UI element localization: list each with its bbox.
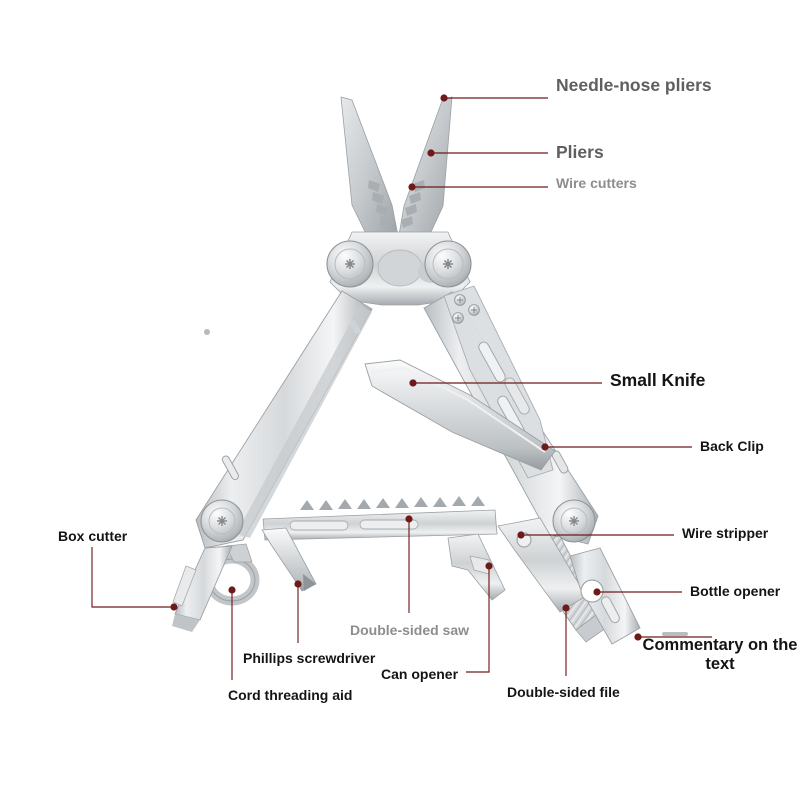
- left-jaw-serration: [368, 180, 392, 228]
- callout-label-needle-nose-pliers: Needle-nose pliers: [556, 75, 712, 95]
- callout-label-double-sided-file: Double-sided file: [507, 684, 620, 700]
- back-clip-screws: [452, 294, 480, 324]
- pivot-screw-lower-right: [552, 499, 596, 543]
- screwdriver-tip: [303, 574, 316, 591]
- saw-teeth: [300, 496, 485, 510]
- callout-label-commentary-on-the-text: Commentary on the text: [642, 636, 798, 674]
- double-sided-saw: [262, 496, 498, 541]
- right-handle-cutout: [504, 377, 530, 415]
- saw-slot-2: [359, 519, 419, 530]
- callout-label-bottle-opener: Bottle opener: [690, 583, 781, 599]
- bottle-opener-slot: [600, 596, 620, 624]
- left-handle-slot: [221, 455, 240, 481]
- callout-label-cord-threading-aid: Cord threading aid: [228, 687, 353, 703]
- callout-label-wire-stripper: Wire stripper: [682, 525, 769, 541]
- callout-label-back-clip: Back Clip: [700, 438, 764, 454]
- left-handle: [195, 290, 373, 549]
- callout-label-wire-cutters: Wire cutters: [556, 175, 637, 191]
- callout-label-pliers: Pliers: [556, 142, 604, 162]
- box-cutter-edge: [172, 565, 197, 607]
- bottle-opener-notch: [580, 579, 604, 603]
- box-cutter: [172, 545, 233, 632]
- saw-slot-1: [289, 520, 349, 531]
- callout-label-phillips-screwdriver: Phillips screwdriver: [243, 650, 376, 666]
- phillips-screwdriver: [261, 527, 317, 592]
- pivot-screw-right: [424, 240, 472, 288]
- knife-blade: [364, 359, 556, 471]
- box-cutter-tip: [172, 614, 200, 632]
- small-knife: [364, 359, 556, 471]
- left-handle-latch: [349, 320, 361, 334]
- back-clip-slot-1: [478, 341, 506, 383]
- left-handle-body: [195, 290, 373, 549]
- right-handle: [423, 285, 599, 545]
- can-opener: [447, 533, 506, 601]
- pliers-pivot-boss: [377, 249, 423, 287]
- callout-label-small-knife: Small Knife: [610, 370, 706, 390]
- right-jaw-serration: [401, 180, 425, 228]
- callout-label-box-cutter: Box cutter: [58, 528, 128, 544]
- pivot-screw-left: [326, 240, 374, 288]
- left-handle-rivet: [204, 329, 210, 335]
- knife-spine-highlight: [371, 366, 546, 453]
- threading-neck: [225, 543, 253, 563]
- bottle-opener: [569, 547, 641, 645]
- commentary-dash: [662, 632, 688, 636]
- bottle-opener-body: [569, 547, 641, 645]
- callout-label-double-sided-saw: Double-sided saw: [350, 622, 470, 638]
- pivot-screw-lower-left: [200, 499, 244, 543]
- wire-stripper-hole: [516, 532, 532, 548]
- left-handle-liner: [236, 305, 372, 538]
- callout-label-can-opener: Can opener: [381, 666, 459, 682]
